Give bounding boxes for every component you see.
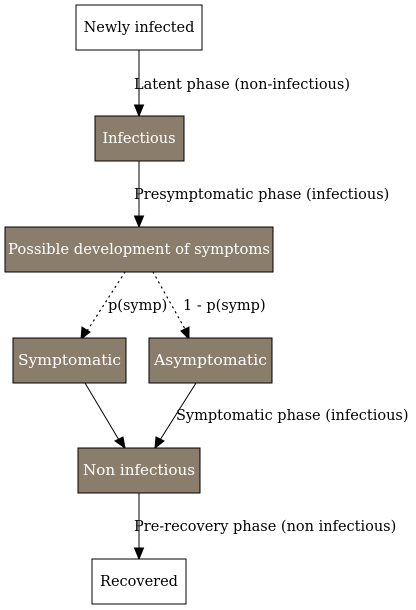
node-newly-infected: Newly infected xyxy=(75,4,203,51)
node-label: Symptomatic xyxy=(18,353,121,369)
arrowhead xyxy=(133,104,145,118)
arrowhead xyxy=(133,215,145,229)
edge-symptomatic-to-non-infectious xyxy=(84,382,126,450)
edge-latent-phase xyxy=(133,50,145,118)
node-recovered: Recovered xyxy=(91,558,187,605)
node-infectious: Infectious xyxy=(94,115,185,162)
arrowhead xyxy=(154,436,165,450)
node-label: Non infectious xyxy=(83,463,195,479)
edge-pre-recovery-phase xyxy=(133,493,145,561)
arrowhead xyxy=(133,547,145,561)
edge-label-presymptomatic: Presymptomatic phase (infectious) xyxy=(134,187,389,203)
node-non-infectious: Non infectious xyxy=(77,447,201,494)
edge-label-latent: Latent phase (non-infectious) xyxy=(134,77,350,93)
node-label: Infectious xyxy=(102,131,175,147)
edge-presymptomatic-phase xyxy=(133,161,145,229)
edge-label-p-symp: p(symp) xyxy=(108,298,167,314)
node-label: Possible development of symptoms xyxy=(8,242,270,258)
edge-one-minus-p-symp xyxy=(152,271,190,341)
node-possible-development-of-symptoms: Possible development of symptoms xyxy=(4,226,274,273)
node-label: Newly infected xyxy=(84,20,195,36)
edge-label-pre-recovery: Pre-recovery phase (non infectious) xyxy=(134,519,396,535)
arrowhead xyxy=(80,326,91,341)
arrowhead xyxy=(114,436,126,450)
edge-label-one-minus-p-symp: 1 - p(symp) xyxy=(183,298,266,314)
node-label: Asymptomatic xyxy=(153,353,267,369)
edge-p-symp xyxy=(80,271,126,341)
arrowhead xyxy=(180,326,190,341)
node-label: Recovered xyxy=(100,574,178,590)
node-symptomatic: Symptomatic xyxy=(12,337,127,384)
node-asymptomatic: Asymptomatic xyxy=(148,337,273,384)
edge-label-symptomatic-phase: Symptomatic phase (infectious) xyxy=(176,408,409,424)
edge-asymptomatic-to-non-infectious xyxy=(154,382,197,450)
